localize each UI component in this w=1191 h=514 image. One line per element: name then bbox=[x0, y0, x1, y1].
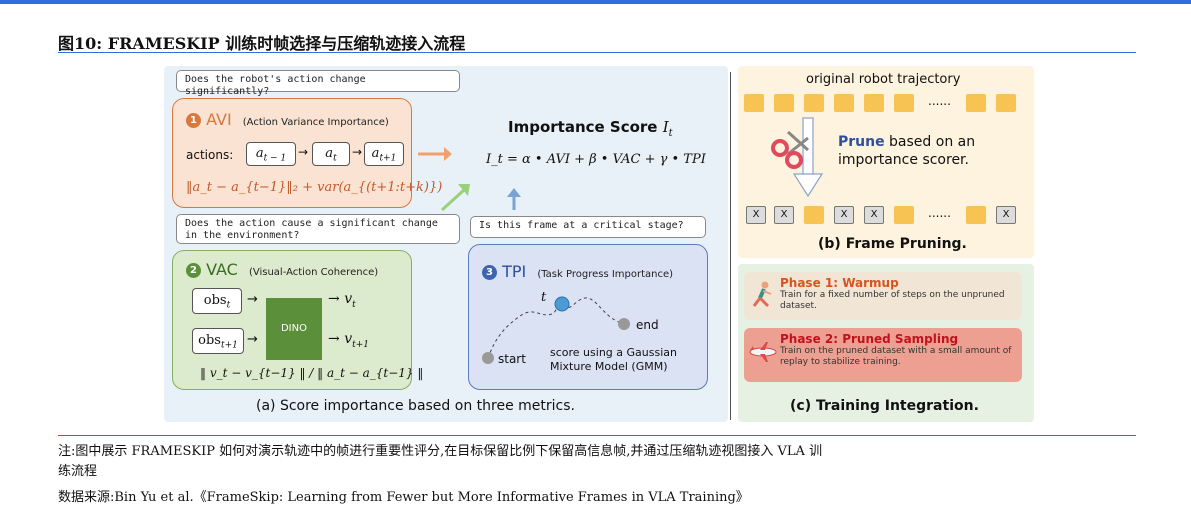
question-vac-text: Does the action cause a significant chan… bbox=[185, 218, 438, 241]
kept-frame-cell bbox=[894, 206, 914, 224]
tpi-header: 3 TPI (Task Progress Importance) bbox=[482, 262, 673, 281]
avi-formula: ‖a_t − a_{t−1}‖₂ + var(a_{(t+1:t+k)}) bbox=[186, 180, 443, 195]
avi-number-badge: 1 bbox=[186, 113, 201, 128]
frame-cell bbox=[966, 94, 986, 112]
vac-header: 2 VAC (Visual-Action Coherence) bbox=[186, 260, 378, 279]
actions-label: actions: bbox=[186, 148, 234, 162]
tpi-end-label: end bbox=[636, 318, 659, 332]
tpi-t-label: t bbox=[541, 290, 547, 305]
frames-ellipsis: ...... bbox=[928, 94, 951, 108]
vac-number-badge: 2 bbox=[186, 263, 201, 278]
pruned-frame-cell: X bbox=[774, 206, 794, 224]
frame-cell bbox=[894, 94, 914, 112]
top-accent-bar bbox=[0, 0, 1191, 4]
importance-score-formula: I_t = α • AVI + β • VAC + γ • TPI bbox=[486, 152, 706, 167]
tpi-to-score-arrow bbox=[507, 188, 521, 210]
phase1-title: Phase 1: Warmup bbox=[780, 276, 899, 290]
frame-cell bbox=[744, 94, 764, 112]
frame-cell bbox=[864, 94, 884, 112]
question-tpi-text: Is this frame at a critical stage? bbox=[479, 220, 684, 231]
prune-text-line1: Prune based on an bbox=[838, 134, 976, 150]
kept-frame-cell bbox=[804, 206, 824, 224]
avi-header: 1 AVI (Action Variance Importance) bbox=[186, 110, 389, 129]
task-progress-curve bbox=[482, 296, 630, 364]
tpi-start-label: start bbox=[498, 352, 526, 366]
v-t-output: → vt bbox=[328, 291, 356, 310]
kept-frame-cell bbox=[966, 206, 986, 224]
action-prev-box: at − 1 bbox=[246, 142, 296, 166]
vac-title: VAC bbox=[206, 260, 238, 279]
figure-title: 图10: FRAMESKIP 训练时帧选择与压缩轨迹接入流程 bbox=[58, 34, 466, 53]
pruned-ellipsis: ...... bbox=[928, 206, 951, 220]
importance-score-title: Importance Score It bbox=[508, 118, 673, 139]
panel-b-caption: (b) Frame Pruning. bbox=[818, 236, 967, 252]
frame-cell bbox=[774, 94, 794, 112]
obs-t-box: obst bbox=[192, 288, 242, 314]
phase2-card: Phase 2: Pruned Sampling Train on the pr… bbox=[744, 328, 1022, 382]
pruned-frame-cell: X bbox=[996, 206, 1016, 224]
tpi-desc-line1: score using a Gaussian bbox=[550, 346, 677, 359]
pruned-frame-cell: X bbox=[864, 206, 884, 224]
phase2-desc: Train on the pruned dataset with a small… bbox=[780, 346, 1012, 367]
tpi-desc-line2: Mixture Model (GMM) bbox=[550, 360, 668, 373]
phase2-title: Phase 2: Pruned Sampling bbox=[780, 332, 959, 346]
arrow-icon: → bbox=[247, 292, 258, 307]
panel-divider bbox=[730, 72, 731, 420]
tpi-number-badge: 3 bbox=[482, 265, 497, 280]
question-tpi: Is this frame at a critical stage? bbox=[470, 216, 706, 238]
arrow-icon: → bbox=[247, 332, 258, 347]
question-avi: Does the robot's action change significa… bbox=[176, 70, 460, 97]
original-trajectory-label: original robot trajectory bbox=[806, 72, 961, 87]
arrow-icon: → bbox=[298, 145, 309, 159]
panel-a-caption: (a) Score importance based on three metr… bbox=[256, 398, 575, 414]
note-line1: 注:图中展示 FRAMESKIP 如何对演示轨迹中的帧进行重要性评分,在目标保留… bbox=[58, 444, 823, 459]
pruned-sampling-plane-icon bbox=[749, 342, 777, 362]
tpi-subtitle: (Task Progress Importance) bbox=[537, 269, 674, 280]
action-next-box: at+1 bbox=[364, 142, 404, 166]
phase1-desc: Train for a fixed number of steps on the… bbox=[780, 290, 1005, 311]
vac-formula: ‖ v_t − v_{t−1} ‖ / ‖ a_t − a_{t−1} ‖ bbox=[200, 366, 424, 380]
scissors-prune-icon bbox=[771, 117, 824, 198]
frame-cell bbox=[996, 94, 1016, 112]
vac-to-score-arrow bbox=[440, 184, 470, 212]
question-avi-text: Does the robot's action change significa… bbox=[185, 74, 366, 97]
dino-encoder: DINO bbox=[266, 298, 322, 360]
note-line2: 练流程 bbox=[58, 464, 98, 479]
avi-subtitle: (Action Variance Importance) bbox=[242, 117, 389, 128]
frame-cell bbox=[834, 94, 854, 112]
avi-title: AVI bbox=[206, 110, 232, 129]
panel-c-caption: (c) Training Integration. bbox=[790, 398, 979, 414]
question-vac: Does the action cause a significant chan… bbox=[176, 214, 460, 244]
tpi-box bbox=[468, 244, 708, 390]
warmup-runner-icon bbox=[752, 281, 772, 308]
pruned-frame-cell: X bbox=[834, 206, 854, 224]
avi-to-score-arrow bbox=[418, 147, 452, 161]
pruned-frame-cell: X bbox=[746, 206, 766, 224]
action-cur-box: at bbox=[312, 142, 350, 166]
vac-subtitle: (Visual-Action Coherence) bbox=[248, 267, 379, 278]
frame-cell bbox=[804, 94, 824, 112]
prune-text-line2: importance scorer. bbox=[838, 152, 969, 168]
source-line: 数据来源:Bin Yu et al.《FrameSkip: Learning f… bbox=[58, 490, 749, 505]
title-rule bbox=[58, 52, 1136, 53]
v-t1-output: → vt+1 bbox=[328, 331, 369, 350]
notes-rule bbox=[58, 435, 1136, 436]
arrow-icon: → bbox=[352, 145, 363, 159]
obs-t1-box: obst+1 bbox=[192, 328, 244, 354]
tpi-title: TPI bbox=[502, 262, 527, 281]
phase1-card: Phase 1: Warmup Train for a fixed number… bbox=[744, 272, 1022, 320]
